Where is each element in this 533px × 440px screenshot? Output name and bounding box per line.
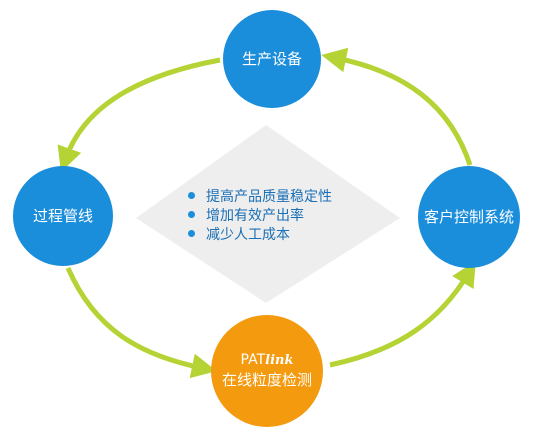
benefit-text: 增加有效产出率 (206, 207, 304, 224)
benefit-text: 减少人工成本 (206, 226, 290, 243)
center-diamond (136, 125, 400, 303)
cycle-arrow-icon (321, 47, 473, 166)
node-customer-control-system: 客户控制系统 (418, 166, 520, 268)
node-label: 过程管线 (32, 206, 93, 225)
bullet-icon (188, 230, 195, 237)
node-production-equipment: 生产设备 (223, 10, 321, 108)
benefit-text: 提高产品质量稳定性 (206, 188, 332, 205)
benefit-list: 提高产品质量稳定性 增加有效产出率 减少人工成本 (188, 186, 332, 243)
node-process-pipeline: 过程管线 (13, 166, 113, 266)
node-label: 生产设备 (241, 49, 302, 68)
patlink-logo: PATlink (241, 352, 294, 369)
benefit-item: 提高产品质量稳定性 (188, 186, 332, 205)
cycle-arrow-icon (65, 267, 217, 379)
bullet-icon (188, 192, 195, 199)
cycle-arrow-icon (57, 57, 221, 173)
benefit-item: 增加有效产出率 (188, 205, 332, 224)
node-online-particle-size-detection: PATlink 在线粒度检测 (211, 315, 323, 427)
node-label: 客户控制系统 (423, 207, 514, 226)
node-label: 在线粒度检测 (221, 371, 312, 390)
bullet-icon (188, 211, 195, 218)
benefit-item: 减少人工成本 (188, 224, 332, 243)
brand-suffix: link (265, 353, 294, 369)
cycle-arrow-icon (329, 261, 476, 368)
brand-prefix: PAT (240, 352, 266, 369)
